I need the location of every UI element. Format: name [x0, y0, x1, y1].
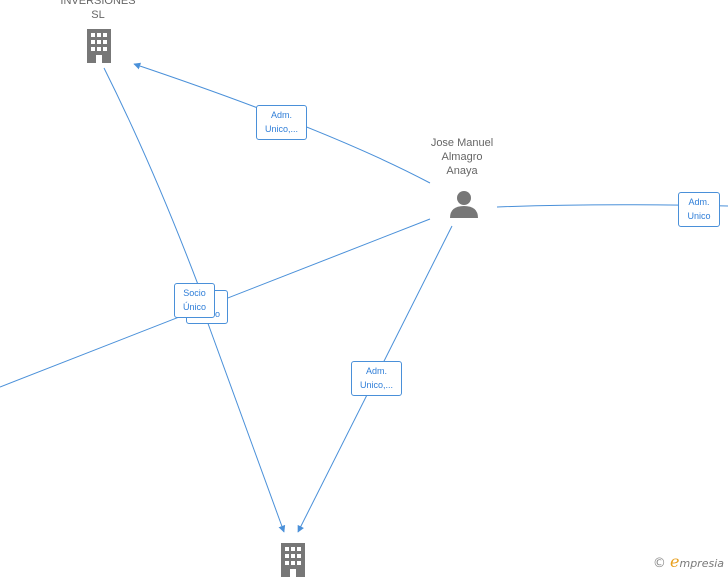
edge-label-socio-front[interactable]: Socio Único — [174, 283, 215, 318]
company-top-label-line1: INVERSIONES — [60, 0, 136, 7]
edge-label-line2: Unico,... — [264, 124, 298, 134]
edge-label-line2: Unico — [687, 211, 711, 221]
copyright-symbol: © — [652, 556, 666, 571]
empresia-watermark: © empresia — [653, 552, 724, 571]
edge-label-line1: Adm. — [270, 110, 292, 120]
edge-label-adm-right[interactable]: Adm. Unico — [678, 192, 720, 227]
edge-socio-to-bottom-company — [205, 317, 286, 533]
person-label: Jose Manuel Almagro Anaya — [407, 136, 517, 178]
brand-logo-text: mpresia — [679, 557, 724, 570]
company-top-label-line2: SL — [91, 9, 105, 21]
brand-logo-e: e — [670, 552, 680, 571]
company-top-label: INVERSIONES SL — [43, 0, 153, 22]
edge-label-line2: Unico,... — [359, 380, 393, 390]
person-label-line2: Almagro — [441, 151, 483, 163]
building-icon[interactable] — [278, 543, 308, 577]
edge-label-line2: o — [214, 309, 220, 319]
person-icon[interactable] — [449, 190, 479, 218]
person-label-line3: Anaya — [446, 165, 478, 177]
edge-label-adm-bottom[interactable]: Adm. Unico,... — [351, 361, 402, 396]
edge-label-line1: Adm. — [688, 197, 710, 207]
building-icon[interactable] — [84, 29, 114, 63]
edge-label-line1: Socio — [183, 288, 206, 298]
edge-label-adm-top[interactable]: Adm. Unico,... — [256, 105, 307, 140]
person-label-line1: Jose Manuel — [430, 137, 494, 149]
edge-label-line1: Adm. — [365, 366, 387, 376]
edge-label-line2: Único — [182, 302, 206, 312]
